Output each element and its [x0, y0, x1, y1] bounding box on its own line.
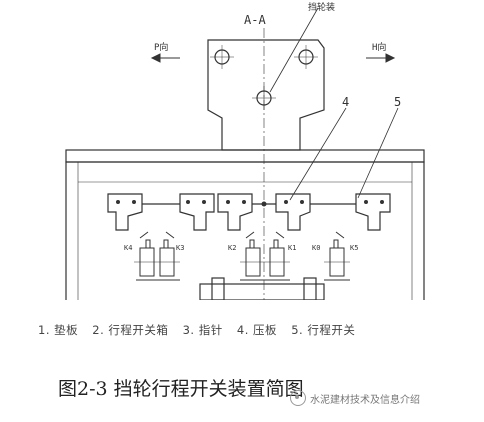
watermark: 水泥建材技术及信息介绍	[290, 390, 420, 406]
mounting-bracket	[207, 39, 325, 151]
technical-drawing: A-A 挡轮装 P向 H向 4 5 K4 K3 K2 K1 K0 K5	[65, 1, 425, 300]
legend-item-3: 3. 指针	[182, 323, 223, 337]
figure-caption: 图2-3 挡轮行程开关装置简图	[58, 378, 304, 400]
leader-top	[269, 7, 319, 93]
legend-item-1: 1. 垫板	[38, 323, 79, 337]
switch-box	[65, 161, 425, 300]
leader-5	[357, 107, 399, 199]
arrow-left-icon	[150, 53, 180, 63]
legend-item-2: 2. 行程开关箱	[92, 323, 169, 337]
arrow-left-label: P向	[154, 41, 168, 53]
legend-item-5: 5. 行程开关	[291, 323, 356, 337]
travel-switches	[134, 231, 350, 281]
base-bracket	[199, 283, 325, 300]
switch-label-k3: K3	[176, 244, 184, 252]
legend: 1. 垫板 2. 行程开关箱 3. 指针 4. 压板 5. 行程开关	[38, 322, 365, 338]
switch-label-k1: K1	[288, 244, 296, 252]
leader-4	[289, 107, 347, 201]
wechat-icon	[290, 390, 306, 406]
section-label: A-A	[244, 13, 266, 27]
gasket-plate	[65, 149, 425, 163]
top-annotation: 挡轮装	[308, 1, 335, 13]
switch-label-k0: K0	[312, 244, 320, 252]
switch-label-k2: K2	[228, 244, 236, 252]
callout-5: 5	[394, 95, 401, 109]
arrow-right-icon	[366, 53, 396, 63]
callout-4: 4	[342, 95, 349, 109]
watermark-text: 水泥建材技术及信息介绍	[310, 394, 420, 406]
switch-label-k4: K4	[124, 244, 132, 252]
pressure-plate-row	[107, 193, 391, 231]
switch-label-k5: K5	[350, 244, 358, 252]
legend-item-4: 4. 压板	[236, 323, 278, 337]
arrow-right-label: H向	[372, 41, 386, 53]
